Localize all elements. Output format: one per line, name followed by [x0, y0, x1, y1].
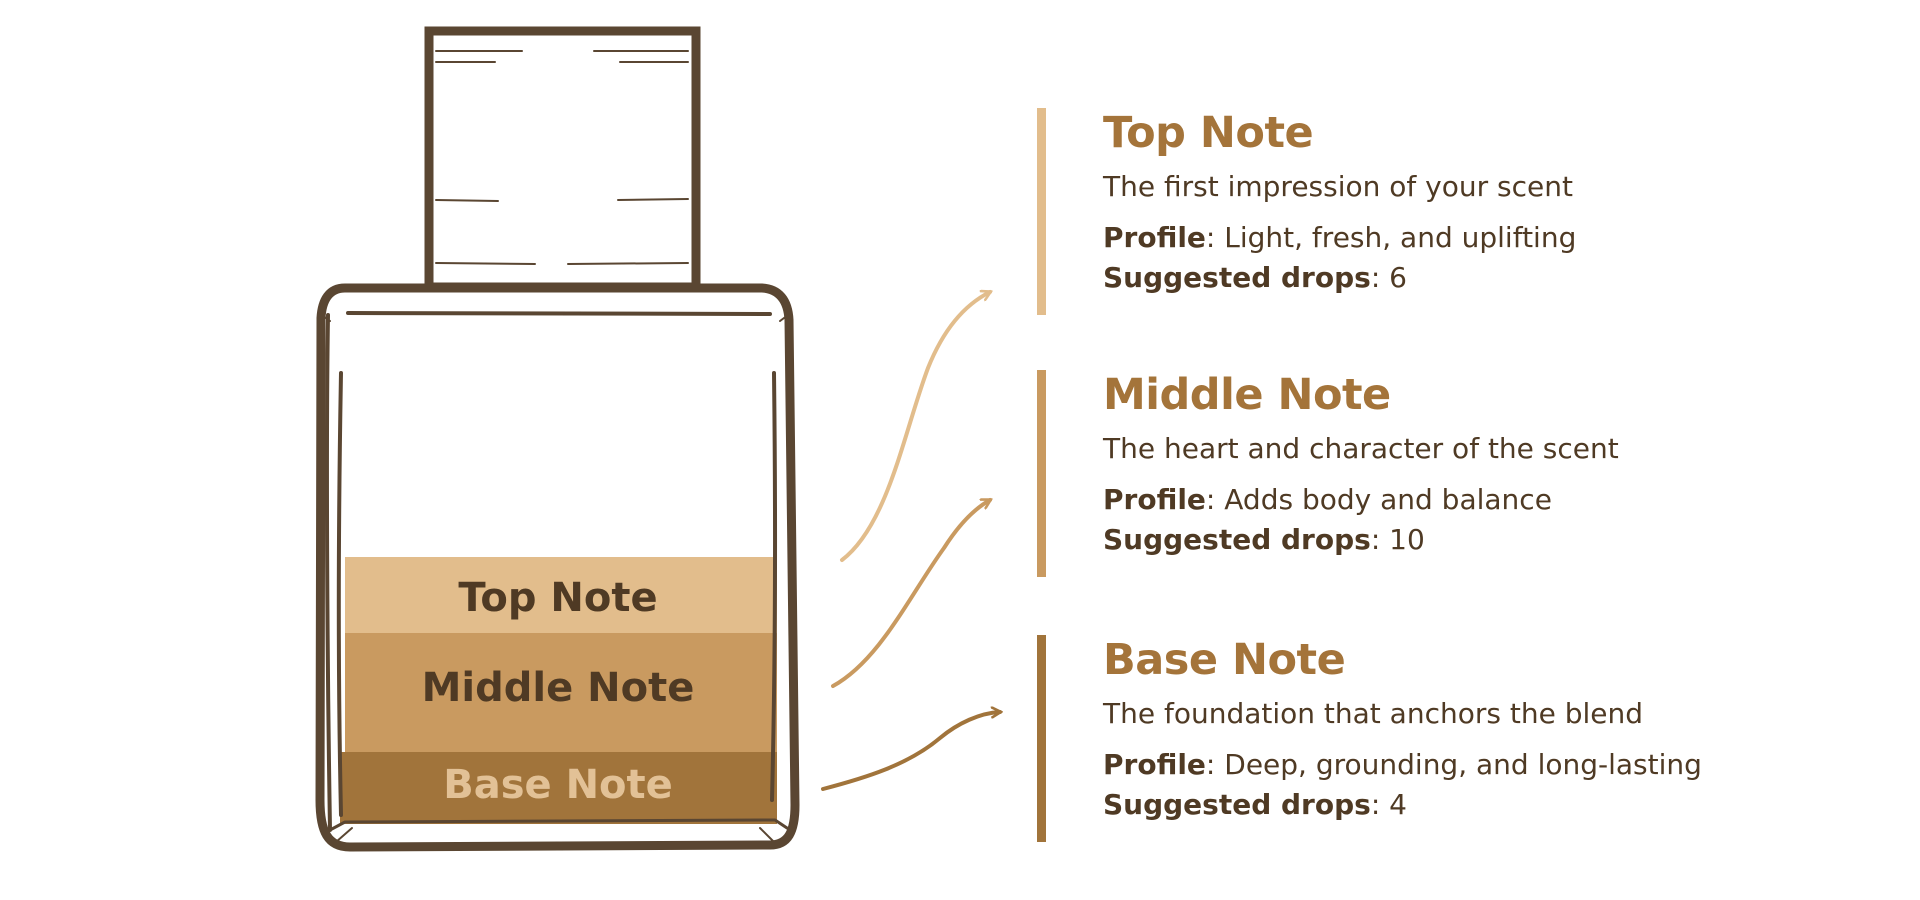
drops-label: Suggested drops [1103, 261, 1371, 294]
arrow-top [840, 292, 990, 562]
profile-label: Profile [1103, 221, 1206, 254]
note-description-middle: The heart and character of the scent [1103, 432, 1619, 465]
drops-value: : 10 [1370, 523, 1425, 556]
note-profile-middle: Profile: Adds body and balance [1103, 480, 1857, 520]
note-drops-middle: Suggested drops: 10 [1103, 520, 1857, 560]
note-title-middle: Middle Note [1103, 370, 1391, 420]
note-profile-top: Profile: Light, fresh, and uplifting [1103, 218, 1857, 258]
profile-value: : Deep, grounding, and long-lasting [1205, 748, 1702, 781]
drops-label: Suggested drops [1103, 788, 1371, 821]
arrow-middle [831, 498, 990, 688]
note-card-middle: Middle Note The heart and character of t… [1037, 370, 1857, 577]
liquid-layers: Top Note Middle Note Base Note [340, 557, 777, 824]
note-bar-base [1037, 635, 1046, 842]
arrows [821, 292, 1000, 791]
layer-middle-fill [345, 633, 777, 752]
arrow-base [821, 712, 1000, 791]
profile-label: Profile [1103, 748, 1206, 781]
note-card-base: Base Note The foundation that anchors th… [1037, 635, 1857, 842]
note-drops-top: Suggested drops: 6 [1103, 258, 1857, 298]
layer-top-label: Top Note [458, 575, 657, 621]
note-bar-middle [1037, 370, 1046, 577]
profile-value: : Adds body and balance [1205, 483, 1552, 516]
layer-top-fill [345, 557, 777, 633]
layer-middle-label: Middle Note [422, 665, 695, 711]
note-title-base: Base Note [1103, 635, 1346, 685]
drops-label: Suggested drops [1103, 523, 1371, 556]
note-title-top: Top Note [1103, 108, 1314, 158]
note-drops-base: Suggested drops: 4 [1103, 785, 1857, 825]
note-description-base: The foundation that anchors the blend [1103, 697, 1644, 730]
drops-value: : 6 [1370, 261, 1407, 294]
profile-value: : Light, fresh, and uplifting [1205, 221, 1577, 254]
layer-base-fill [340, 752, 777, 824]
drops-value: : 4 [1370, 788, 1407, 821]
profile-label: Profile [1103, 483, 1206, 516]
note-card-top: Top Note The first impression of your sc… [1037, 108, 1857, 315]
note-bar-top [1037, 108, 1046, 315]
note-profile-base: Profile: Deep, grounding, and long-lasti… [1103, 745, 1857, 785]
layer-base-label: Base Note [443, 762, 673, 808]
note-description-top: The first impression of your scent [1103, 170, 1573, 203]
bottle-body [315, 283, 800, 852]
bottle-cap [424, 26, 701, 292]
